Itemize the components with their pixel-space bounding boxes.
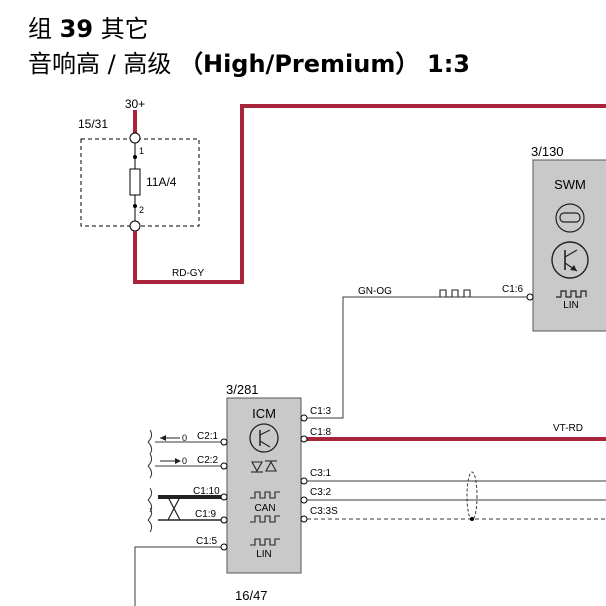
swm-lin-pulse-icon <box>556 290 587 298</box>
wire-break-icon-c1-9 <box>147 507 153 533</box>
icm-name: ICM <box>252 406 276 421</box>
io-out-value: 0 <box>182 456 187 466</box>
icm-lin-pulse-icon <box>250 538 280 546</box>
twisted-pair-icon <box>167 496 181 521</box>
icm-pin-label-c1-3: C1:3 <box>310 406 332 417</box>
input-arrow-icon <box>160 435 180 441</box>
icm-pin-c1-10 <box>220 493 228 501</box>
icm-can-pulse-icon-bottom <box>250 515 280 523</box>
subtitle-main: 音响高 / 高级 <box>28 50 172 78</box>
power-feed-wire-label: RD-GY <box>172 268 205 279</box>
power-label: 30+ <box>125 97 145 111</box>
bottom-ref: 16/47 <box>235 588 268 603</box>
lin-wire <box>304 296 529 419</box>
io-in-value: 0 <box>182 433 187 443</box>
fuse-pin-1: 1 <box>139 146 144 156</box>
lin-pulse-icon <box>439 289 471 298</box>
fuse-terminal-top <box>129 132 141 144</box>
fuse-terminal-bottom <box>129 220 141 232</box>
wire-break-icon-c1-10 <box>147 487 153 513</box>
icm-output-wire-label: VT-RD <box>553 423 583 434</box>
icm-pin-c3-2 <box>300 496 308 504</box>
icm-diode-icon <box>251 460 277 473</box>
subtitle-scale: 1:3 <box>427 50 470 78</box>
icm-lin-label: LIN <box>256 549 272 560</box>
fuse-box-ref: 15/31 <box>78 117 108 131</box>
icm-pin-label-c3-3s: C3:3S <box>310 506 338 517</box>
cable-shield-icon <box>466 471 478 521</box>
icm-pin-label-c1-8: C1:8 <box>310 427 332 438</box>
icm-pin-label-c2-1: C2:1 <box>197 431 219 442</box>
fuse-icon <box>129 168 141 196</box>
wire-break-icon-c2-2 <box>147 453 153 479</box>
icm-pin-c2-1 <box>220 438 228 446</box>
lin-wire-label: GN-OG <box>358 286 392 297</box>
icm-transistor-icon <box>249 423 279 453</box>
icm-pin-label-c1-9: C1:9 <box>195 509 217 520</box>
icm-can-pulse-icon-top <box>250 491 280 499</box>
icm-pin-c3-1 <box>300 477 308 485</box>
icm-pin-label-c1-10: C1:10 <box>193 486 220 497</box>
icm-pin-c1-8 <box>300 435 308 443</box>
transistor-icon <box>551 241 589 279</box>
fuse-pin-dot-top <box>133 155 137 159</box>
fuse-pin-dot-bottom <box>133 204 137 208</box>
shield-junction-dot <box>470 517 474 521</box>
icm-can-label: CAN <box>254 503 275 514</box>
icm-pin-label-c3-2: C3:2 <box>310 487 332 498</box>
icm-pin-c1-3 <box>300 414 308 422</box>
title-suffix: 其它 <box>100 15 149 43</box>
c1-5-lin-wire <box>134 546 224 606</box>
title-prefix: 组 <box>28 15 52 43</box>
icm-pin-c1-9 <box>220 516 228 524</box>
fuse-rating: 11A/4 <box>146 175 177 189</box>
icm-pin-c2-2 <box>220 462 228 470</box>
icm-ref: 3/281 <box>226 382 259 397</box>
output-arrow-icon <box>160 458 181 464</box>
icm-pin-label-c1-5: C1:5 <box>196 536 218 547</box>
page-title: 组 39 其它 <box>28 9 149 44</box>
subtitle-variant: （High/Premium） <box>178 50 420 78</box>
power-feed-wire <box>133 104 606 284</box>
swm-pin-label: C1:6 <box>502 284 524 295</box>
steering-wheel-icon <box>555 203 585 233</box>
icm-pin-label-c3-1: C3:1 <box>310 468 332 479</box>
swm-name: SWM <box>554 177 586 192</box>
icm-pin-c1-5 <box>220 543 228 551</box>
fuse-pin-2: 2 <box>139 205 144 215</box>
swm-lin-label: LIN <box>563 300 579 311</box>
group-number: 39 <box>59 15 94 43</box>
swm-module <box>532 159 606 332</box>
page-subtitle: 音响高 / 高级 （High/Premium） 1:3 <box>28 44 470 79</box>
swm-pin-connector <box>526 293 534 301</box>
icm-module <box>226 397 302 574</box>
icm-pin-label-c2-2: C2:2 <box>197 455 219 466</box>
wire-break-icon-c2-1 <box>147 429 153 455</box>
swm-ref: 3/130 <box>531 144 564 159</box>
icm-pin-c3-3s <box>300 515 308 523</box>
